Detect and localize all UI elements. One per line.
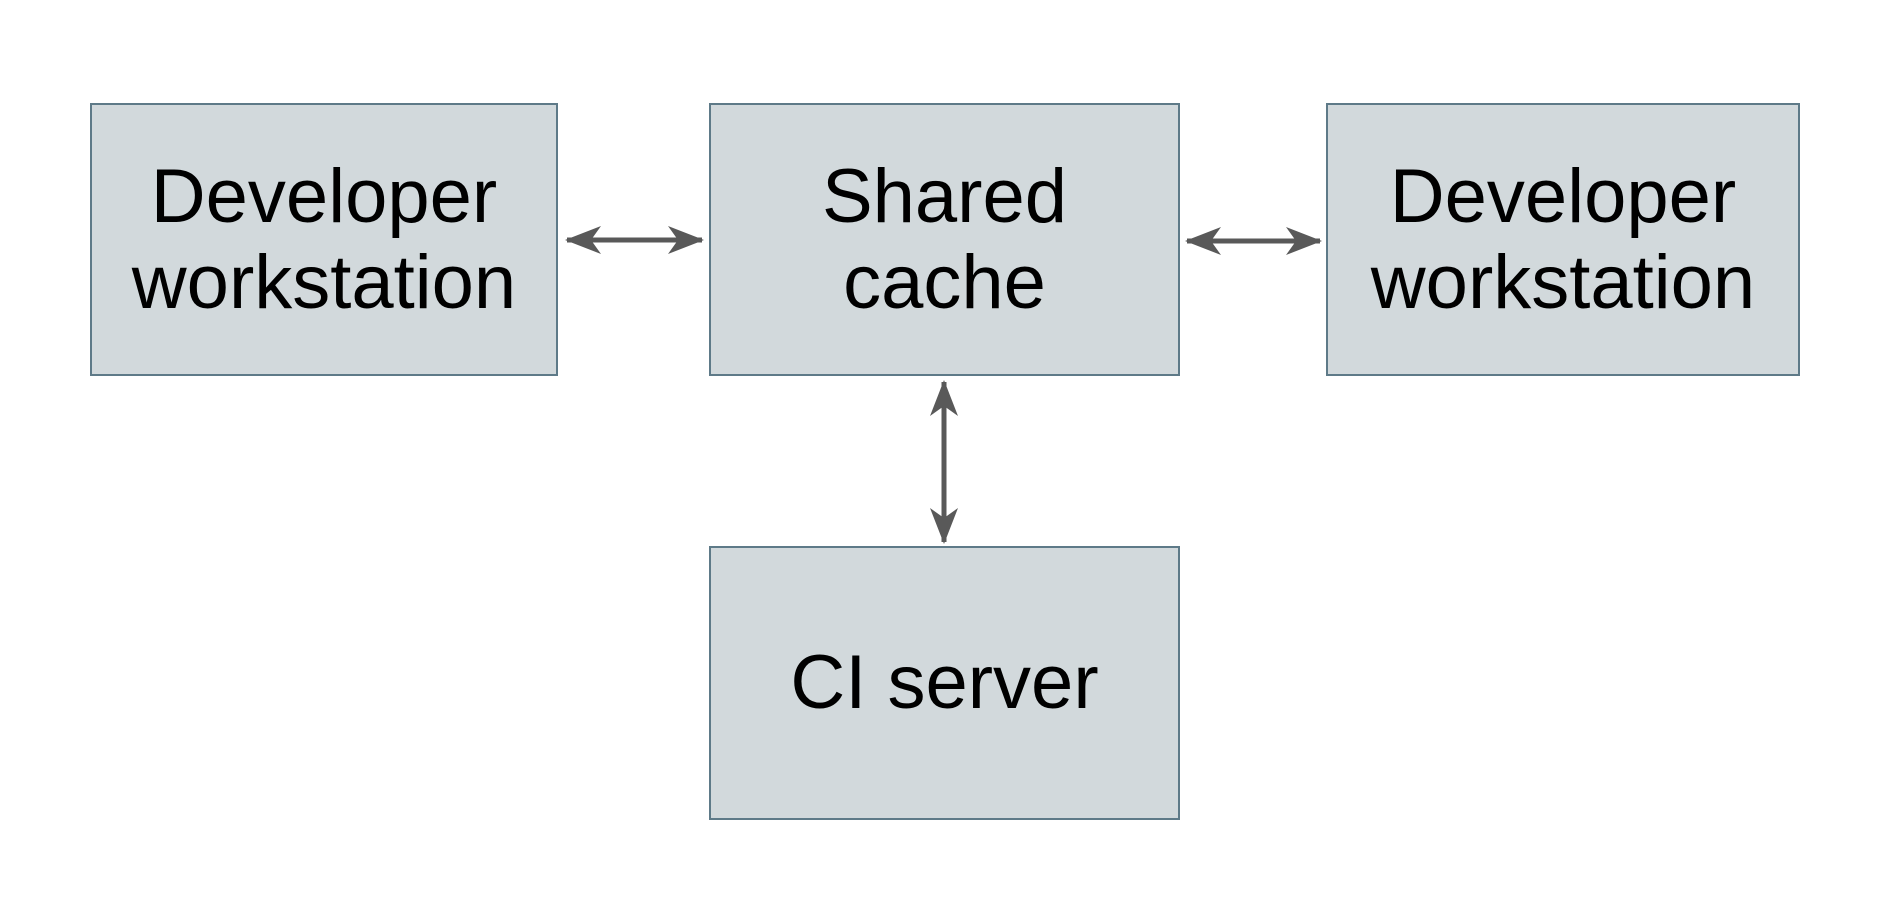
node-label: Developer <box>150 153 498 239</box>
node-label: CI server <box>790 640 1099 726</box>
node-label: workstation <box>131 239 517 325</box>
node-label: workstation <box>1370 239 1756 325</box>
node-label: Developer <box>1389 153 1737 239</box>
node-developer-workstation-right: Developer workstation <box>1326 103 1800 376</box>
node-ci-server: CI server <box>709 546 1180 820</box>
node-developer-workstation-left: Developer workstation <box>90 103 558 376</box>
node-shared-cache: Shared cache <box>709 103 1180 376</box>
node-label: Shared <box>821 153 1068 239</box>
node-label: cache <box>843 239 1046 325</box>
